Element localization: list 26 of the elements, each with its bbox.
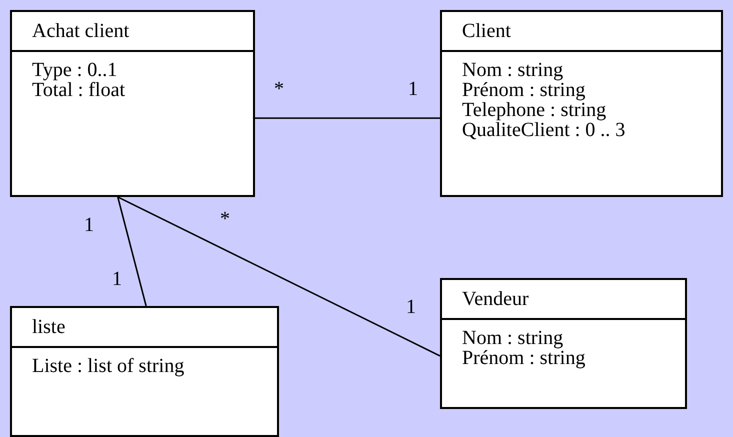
multiplicity-label: 1 [112, 268, 122, 290]
attribute: Nom : string [462, 60, 564, 80]
class-name: Client [462, 21, 511, 41]
attribute: Liste : list of string [32, 356, 184, 376]
class-box [10, 10, 255, 197]
association-line [117, 196, 440, 357]
multiplicity-label: 1 [406, 296, 416, 318]
attribute: Telephone : string [462, 100, 606, 120]
attribute: Total : float [32, 80, 126, 100]
class-box [440, 278, 687, 409]
attribute: Nom : string [462, 328, 564, 348]
multiplicity-label: * [274, 78, 284, 100]
association-line [117, 196, 147, 306]
multiplicity-label: 1 [408, 78, 418, 100]
attribute: Prénom : string [462, 348, 586, 368]
association-line [255, 117, 440, 119]
attribute: QualiteClient : 0 .. 3 [462, 120, 626, 140]
class-name: liste [32, 317, 66, 337]
multiplicity-label: * [220, 208, 230, 230]
attribute: Prénom : string [462, 80, 586, 100]
attribute: Type : 0..1 [32, 60, 118, 80]
class-name: Vendeur [462, 289, 529, 309]
class-box [440, 10, 723, 197]
multiplicity-label: 1 [84, 214, 94, 236]
class-name: Achat client [32, 21, 130, 41]
class-box [10, 306, 279, 437]
